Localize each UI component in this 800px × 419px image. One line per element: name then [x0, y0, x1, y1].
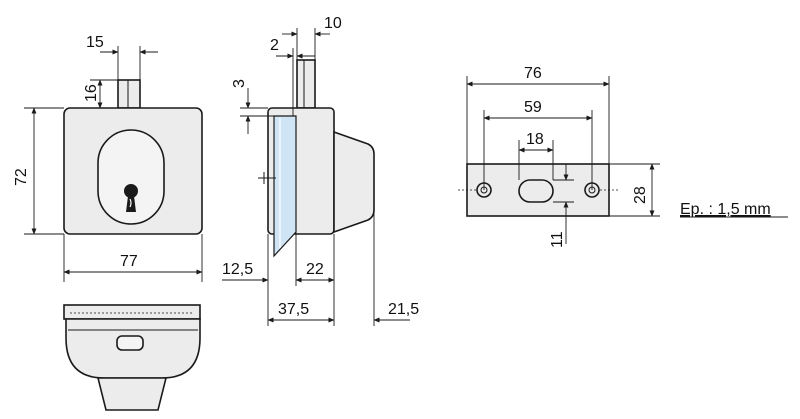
- front-bolt: [117, 79, 141, 109]
- dim-side-cylinder: 21,5: [388, 301, 419, 318]
- thickness-note: Ep. : 1,5 mm: [680, 201, 771, 218]
- dim-plate-height: 28: [632, 186, 649, 204]
- dim-side-left-bottom: 12,5: [222, 261, 253, 278]
- keyhole-icon: [124, 184, 138, 212]
- dim-side-top-left: 2: [270, 37, 279, 54]
- side-bolt: [296, 59, 316, 109]
- dim-bolt-height: 16: [83, 84, 100, 102]
- side-view: 10 2 3 12,5 22 37,5 21,5: [222, 15, 419, 326]
- bottom-view: [63, 304, 201, 411]
- dim-bolt-width: 15: [86, 34, 104, 51]
- dim-front-width: 77: [120, 253, 138, 270]
- bottom-slot: [116, 335, 144, 351]
- dim-slot-width: 18: [526, 131, 544, 148]
- bolt-slot: [518, 179, 554, 203]
- dim-side-top-right: 10: [324, 15, 342, 32]
- dim-slot-height: 11: [549, 231, 566, 248]
- strike-plate: [466, 163, 610, 217]
- dim-glass-gap: 3: [231, 79, 248, 88]
- dim-plate-length: 76: [524, 65, 542, 82]
- glass-panel: [273, 115, 297, 258]
- dim-side-total-depth: 37,5: [278, 301, 309, 318]
- strike-plate-view: 76 59 18 28 11 Ep. : 1,5 mm: [458, 65, 788, 248]
- dim-front-height: 72: [13, 168, 30, 186]
- front-view: 15 16 72 77: [13, 34, 203, 282]
- dim-side-body-depth: 22: [306, 261, 324, 278]
- side-cylinder: [333, 130, 375, 234]
- dim-hole-spacing: 59: [524, 99, 542, 116]
- cylinder-oval: [97, 129, 165, 225]
